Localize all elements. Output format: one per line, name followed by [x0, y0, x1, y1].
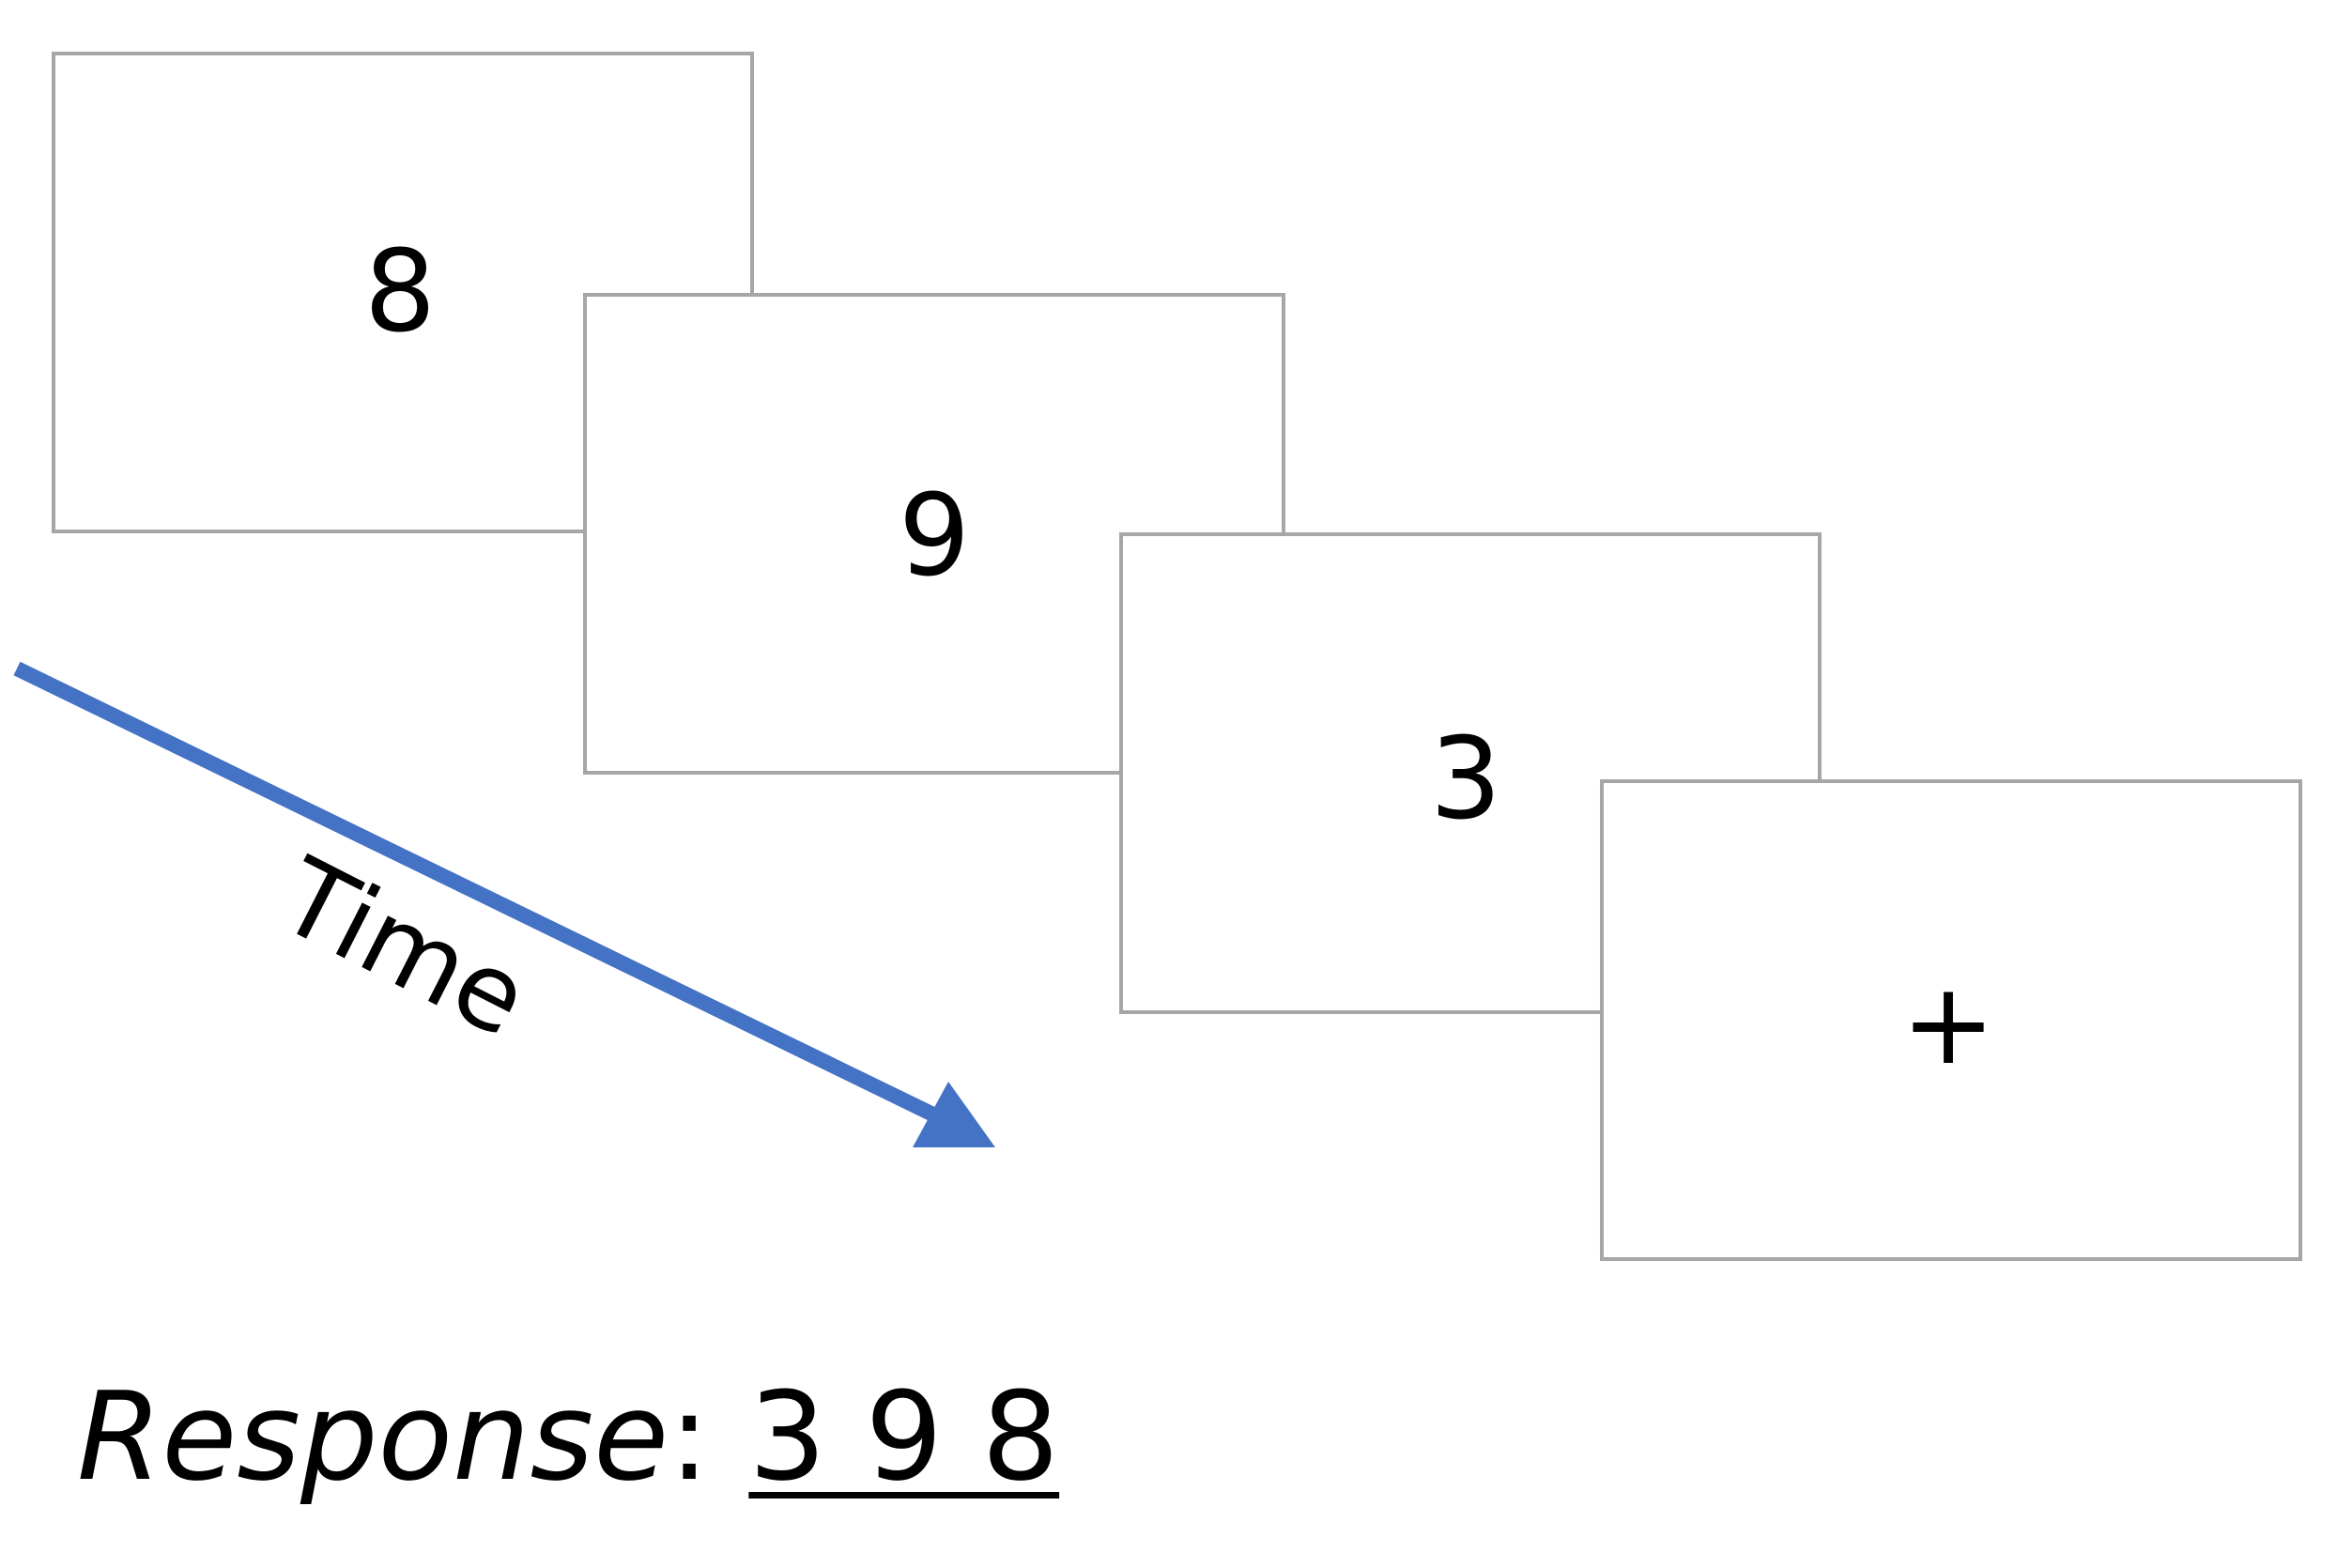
stimulus-symbol: 8 [363, 227, 437, 358]
fixation-cross: + [1900, 960, 1996, 1090]
stimulus-symbol: 9 [898, 471, 971, 602]
stimulus-frame-1: 8 [52, 52, 754, 533]
response-line: Response: 3 9 8 [77, 1376, 1059, 1498]
stimulus-symbol: 3 [1429, 715, 1502, 845]
response-value: 3 9 8 [748, 1365, 1060, 1508]
response-separator: : [669, 1365, 711, 1508]
time-arrow-shaft [13, 661, 943, 1125]
fixation-frame: + [1600, 779, 2302, 1261]
time-arrow-head [913, 1082, 995, 1147]
response-label: Response [77, 1365, 669, 1508]
